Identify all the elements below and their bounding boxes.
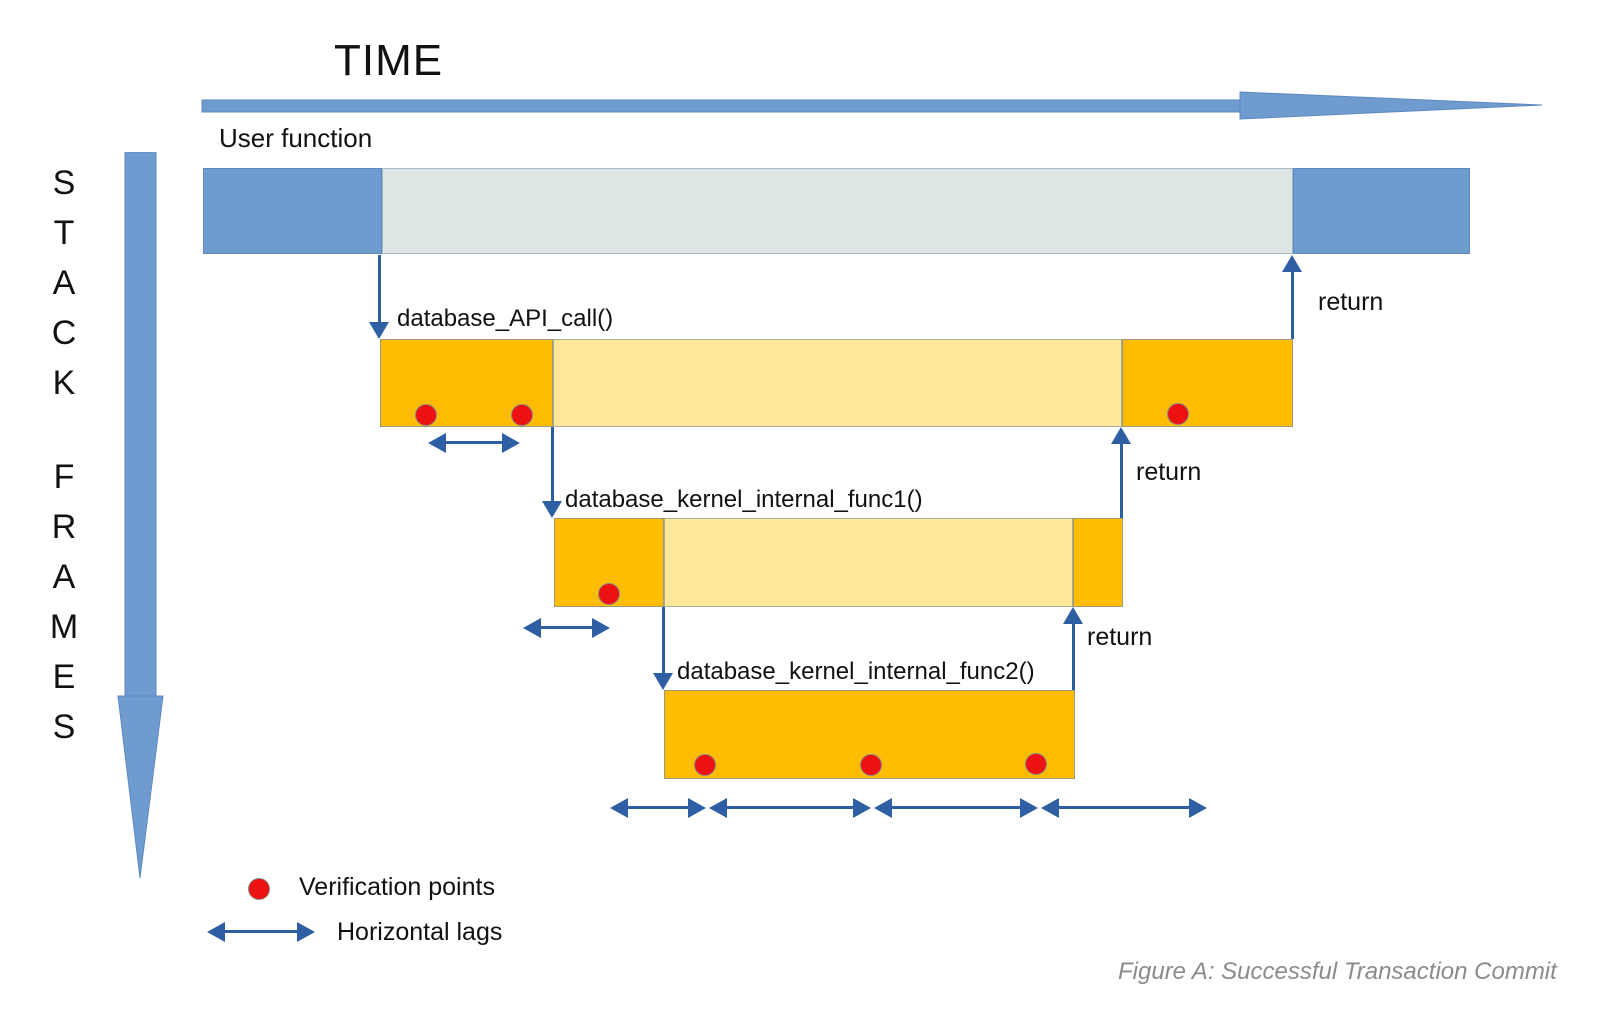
- arrow-line: [623, 806, 693, 809]
- horizontal-lag-arrow: [1041, 798, 1207, 818]
- arrow-line: [441, 441, 507, 444]
- return-label-3: return: [1087, 623, 1153, 651]
- kernel-func1-label: database_kernel_internal_func1(): [565, 486, 923, 513]
- frame-func1-waiting: [664, 518, 1073, 607]
- user-function-label: User function: [219, 123, 373, 153]
- return-arrow-2-line: [1120, 441, 1123, 518]
- return-arrow-2-head-icon: [1111, 427, 1131, 444]
- call-arrow-api-head-icon: [369, 322, 389, 339]
- verification-point-dot: [694, 754, 716, 776]
- stack-depth-arrow-icon: [117, 152, 164, 879]
- kernel-func2-label: database_kernel_internal_func2(): [677, 658, 1035, 685]
- frame-func2-active: [664, 690, 1075, 779]
- call-arrow-api-line: [378, 255, 381, 325]
- stack-axis-word-2: FRAMES: [49, 458, 79, 746]
- verification-point-dot: [1025, 753, 1047, 775]
- return-label-1: return: [1318, 288, 1384, 316]
- return-label-2: return: [1136, 458, 1202, 486]
- horizontal-lag-arrow: [610, 798, 706, 818]
- arrow-line: [722, 806, 858, 809]
- legend-verification-dot-icon: [248, 878, 270, 900]
- call-arrow-func2-head-icon: [653, 673, 673, 690]
- call-arrow-func1-line: [551, 427, 554, 504]
- legend-verification-label: Verification points: [299, 873, 495, 901]
- arrow-line: [1054, 806, 1194, 809]
- frame-user-waiting: [382, 168, 1293, 254]
- frame-api-active-right: [1122, 339, 1293, 427]
- horizontal-lag-arrow: [428, 433, 520, 453]
- stack-axis-word-1: STACK: [51, 164, 77, 402]
- return-arrow-3-line: [1072, 621, 1075, 690]
- return-arrow-1-line: [1291, 269, 1294, 339]
- time-axis-arrow-icon: [201, 91, 1543, 120]
- horizontal-lag-arrow: [874, 798, 1038, 818]
- verification-point-dot: [860, 754, 882, 776]
- stack-arrow-head: [117, 695, 164, 879]
- verification-point-dot: [1167, 403, 1189, 425]
- legend-lags-label: Horizontal lags: [337, 918, 503, 946]
- horizontal-lag-arrow: [709, 798, 871, 818]
- stack-arrow-shaft: [124, 152, 157, 697]
- api-call-label: database_API_call(): [397, 305, 614, 332]
- time-arrow-head: [1239, 91, 1543, 120]
- figure-caption: Figure A: Successful Transaction Commit: [1118, 958, 1557, 985]
- legend-lag-arrow-icon: [207, 922, 315, 942]
- arrow-line: [536, 626, 597, 629]
- arrow-line: [887, 806, 1025, 809]
- frame-api-waiting: [553, 339, 1122, 427]
- frame-user-active-left: [203, 168, 382, 254]
- return-arrow-3-head-icon: [1063, 607, 1083, 624]
- return-arrow-1-head-icon: [1282, 255, 1302, 272]
- frame-user-active-right: [1293, 168, 1470, 254]
- call-arrow-func2-line: [662, 607, 665, 676]
- verification-point-dot: [598, 583, 620, 605]
- verification-point-dot: [415, 404, 437, 426]
- time-arrow-shaft: [201, 99, 1241, 113]
- call-arrow-func1-head-icon: [542, 501, 562, 518]
- verification-point-dot: [511, 404, 533, 426]
- arrow-line: [220, 930, 302, 933]
- frame-func1-active-right: [1073, 518, 1123, 607]
- time-axis-title: TIME: [334, 36, 444, 85]
- horizontal-lag-arrow: [523, 618, 610, 638]
